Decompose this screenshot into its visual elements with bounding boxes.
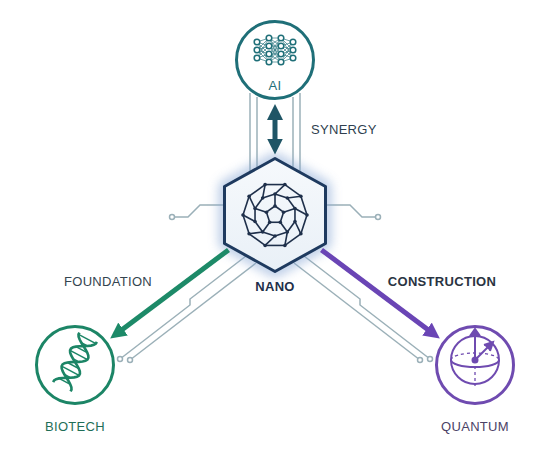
quantum-sphere-icon — [451, 329, 499, 386]
hexagon-outline — [223, 157, 327, 273]
dna-icon — [53, 333, 97, 392]
buckyball-icon — [241, 183, 309, 247]
circle-outline — [435, 325, 515, 405]
edge-label: FOUNDATION — [61, 274, 155, 290]
circuit-traces — [120, 93, 430, 360]
hex-fill — [225, 159, 326, 272]
connector-arrow — [115, 250, 228, 335]
hex-glow — [225, 159, 326, 272]
neural-net-icon — [254, 35, 296, 65]
circle-outline — [35, 325, 115, 405]
core-hexagon: NANO — [223, 157, 327, 295]
node-label: QUANTUM — [441, 419, 509, 435]
node-label: AI — [269, 78, 282, 94]
connector-arrow — [273, 110, 278, 148]
edge-label: SYNERGY — [308, 122, 380, 138]
tech-circle: QUANTUM — [435, 325, 515, 435]
node-label: BIOTECH — [45, 419, 105, 435]
node-label: NANO — [255, 279, 294, 295]
tech-circle: AI — [235, 20, 315, 100]
edge-label: CONSTRUCTION — [385, 274, 499, 290]
connector-arrow — [322, 250, 435, 335]
tech-circle: BIOTECH — [35, 325, 115, 435]
